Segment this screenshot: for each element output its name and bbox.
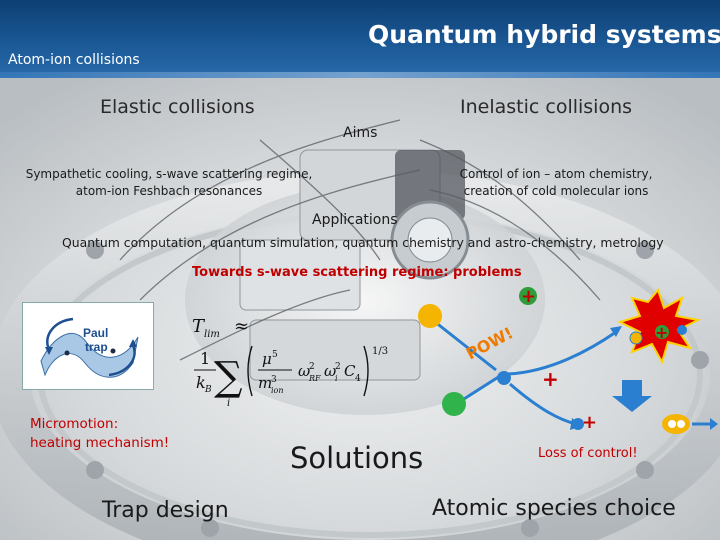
micromotion-note: Micromotion: heating mechanism! bbox=[30, 415, 169, 453]
micromotion-line2: heating mechanism! bbox=[30, 435, 170, 451]
svg-text:2: 2 bbox=[335, 362, 341, 372]
formula-lhs-sub: lim bbox=[204, 329, 220, 340]
elastic-aims-line1: Sympathetic cooling, s-wave scattering r… bbox=[25, 167, 313, 181]
formula-sum: ∑ bbox=[214, 354, 243, 400]
formula-lhs: T bbox=[192, 316, 206, 337]
paul-trap-saddle-icon: Paul trap bbox=[40, 317, 139, 378]
ion-bottom-plus-icon: + bbox=[582, 412, 597, 433]
paul-label-line1: Paul bbox=[83, 326, 108, 340]
svg-text:m: m bbox=[258, 374, 272, 392]
formula-sum-sub: i bbox=[227, 398, 230, 409]
pow-label: POW! bbox=[463, 323, 516, 363]
elastic-aims-line2: atom-ion Feshbach resonances bbox=[75, 184, 263, 198]
loss-of-control-note: Loss of control! bbox=[538, 446, 638, 461]
temperature-limit-formula: T lim ≈ 1 k B ∑ i μ 5 m 3 ion ω 2 RF ω bbox=[192, 302, 412, 412]
slide-subtitle: Atom-ion collisions bbox=[8, 52, 140, 68]
inelastic-aims-line2: creation of cold molecular ions bbox=[463, 184, 649, 198]
formula-approx: ≈ bbox=[234, 316, 249, 337]
down-arrow-icon bbox=[612, 380, 652, 412]
problems-heading: Towards s-wave scattering regime: proble… bbox=[192, 265, 522, 280]
svg-text:2: 2 bbox=[309, 362, 315, 372]
elastic-collisions-heading: Elastic collisions bbox=[100, 96, 255, 118]
applications-list: Quantum computation, quantum simulation,… bbox=[62, 235, 664, 250]
trap-design-heading: Trap design bbox=[102, 498, 229, 523]
svg-text:i: i bbox=[335, 374, 338, 383]
elastic-aims: Sympathetic cooling, s-wave scattering r… bbox=[24, 166, 314, 200]
formula-frac-den: k bbox=[196, 373, 206, 392]
formula-frac-num: 1 bbox=[200, 349, 210, 368]
ion-top-icon bbox=[519, 287, 537, 305]
inelastic-aims: Control of ion – atom chemistry, creatio… bbox=[450, 166, 662, 200]
atom-green-icon bbox=[442, 392, 466, 416]
formula-exponent: 1/3 bbox=[372, 346, 388, 357]
solutions-heading: Solutions bbox=[290, 441, 424, 475]
svg-text:ion: ion bbox=[271, 386, 284, 395]
inelastic-aims-line1: Control of ion – atom chemistry, bbox=[459, 167, 653, 181]
svg-text:μ: μ bbox=[262, 350, 272, 368]
collision-center-icon bbox=[497, 371, 511, 385]
svg-text:4: 4 bbox=[355, 374, 361, 384]
ion-middle-plus-icon: + bbox=[542, 367, 559, 391]
svg-text:+: + bbox=[655, 323, 668, 342]
atomic-species-heading: Atomic species choice bbox=[432, 496, 676, 521]
svg-text:3: 3 bbox=[271, 375, 277, 385]
micromotion-line1: Micromotion: bbox=[30, 416, 119, 432]
formula-frac-den-sub: B bbox=[204, 385, 212, 395]
inelastic-collisions-heading: Inelastic collisions bbox=[460, 96, 633, 118]
svg-text:5: 5 bbox=[272, 350, 278, 360]
slide-title: Quantum hybrid systems bbox=[368, 20, 720, 49]
aims-heading: Aims bbox=[343, 125, 378, 141]
svg-text:C: C bbox=[344, 362, 356, 380]
paul-trap-figure: Paul trap bbox=[22, 302, 154, 390]
paul-label-line2: trap bbox=[85, 340, 108, 354]
collision-schematic: + + POW! + + bbox=[418, 286, 718, 434]
header-bar bbox=[0, 0, 720, 78]
svg-text:RF: RF bbox=[308, 374, 321, 383]
svg-text:+: + bbox=[521, 286, 536, 307]
applications-heading: Applications bbox=[312, 212, 398, 228]
svg-text:ω: ω bbox=[298, 362, 310, 380]
svg-text:ω: ω bbox=[324, 362, 336, 380]
atom-yellow-icon bbox=[418, 304, 442, 328]
